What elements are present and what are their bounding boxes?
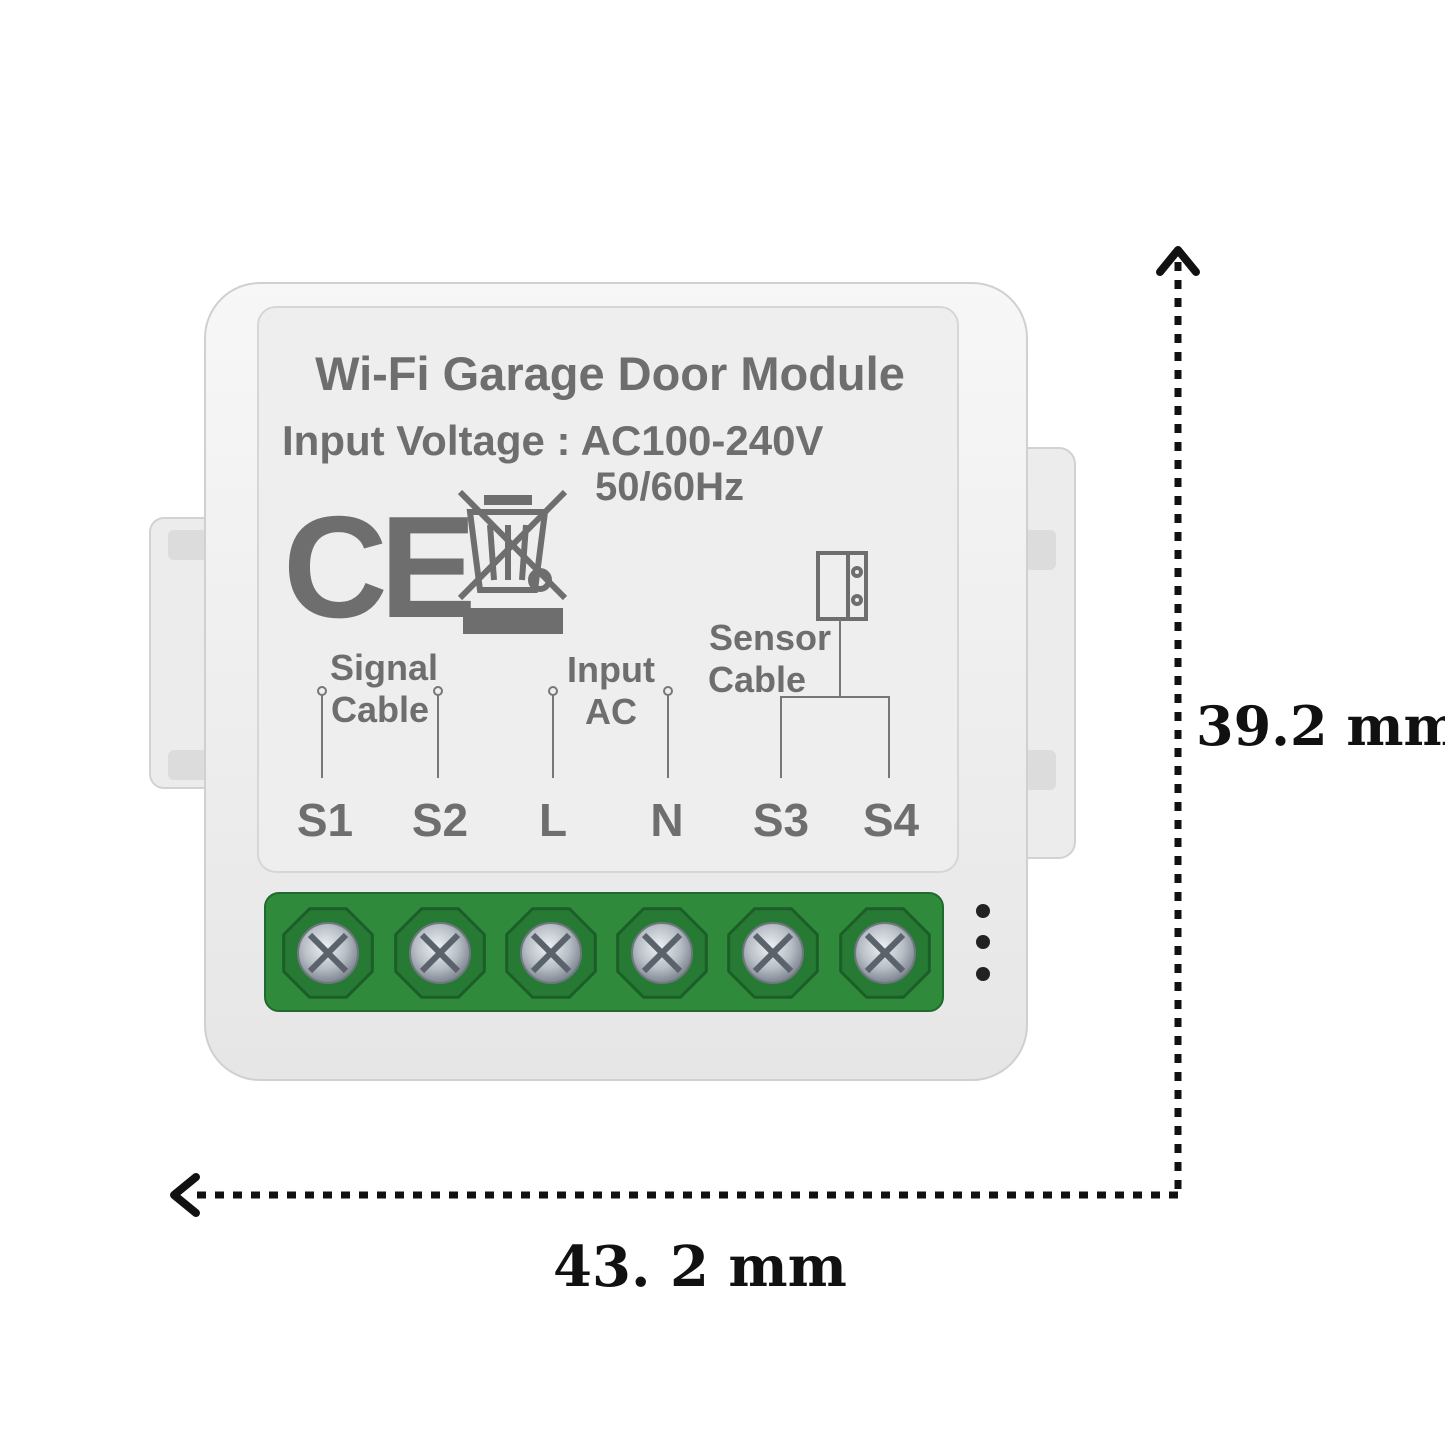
status-dots: [976, 904, 990, 981]
ce-mark-icon: CE: [283, 486, 472, 648]
terminal-label: S1: [297, 794, 353, 846]
height-dimension-arrow: [1156, 246, 1200, 1195]
sensor-label-line1: Sensor: [709, 617, 831, 658]
height-dimension-label: 39.2 mm: [1196, 694, 1445, 758]
label-panel: [257, 306, 959, 873]
width-dimension-label: 43. 2 mm: [553, 1234, 847, 1300]
terminal-label: S4: [863, 794, 920, 846]
input-ac-group: Input AC: [548, 649, 673, 778]
input-label-line2: AC: [585, 691, 637, 732]
module-title: Wi-Fi Garage Door Module: [315, 347, 905, 400]
terminal-screw: [616, 907, 708, 999]
sensor-label-line2: Cable: [708, 659, 806, 700]
sensor-cable-group: Sensor Cable: [708, 617, 890, 778]
terminal-screw: [282, 907, 374, 999]
input-voltage: Input Voltage : AC100-240V: [282, 417, 823, 464]
signal-cable-group: Signal Cable: [317, 647, 443, 778]
terminal-label: S2: [412, 794, 468, 846]
terminal-screw: [394, 907, 486, 999]
terminal-screw: [839, 907, 931, 999]
signal-label-line2: Cable: [331, 689, 429, 730]
signal-label-line1: Signal: [330, 647, 438, 688]
terminal-label: N: [650, 794, 683, 846]
width-dimension-arrow: [170, 1173, 1178, 1217]
terminal-label: S3: [753, 794, 809, 846]
screw-row: [282, 907, 931, 999]
sensor-icon: [816, 551, 868, 621]
weee-crossed-bin-icon: [457, 489, 568, 634]
input-label-line1: Input: [567, 649, 655, 690]
terminal-labels: S1 S2 L N S3 S4: [297, 794, 920, 846]
terminal-label: L: [539, 794, 567, 846]
terminal-screw: [505, 907, 597, 999]
input-frequency: 50/60Hz: [595, 465, 744, 509]
terminal-screw: [727, 907, 819, 999]
